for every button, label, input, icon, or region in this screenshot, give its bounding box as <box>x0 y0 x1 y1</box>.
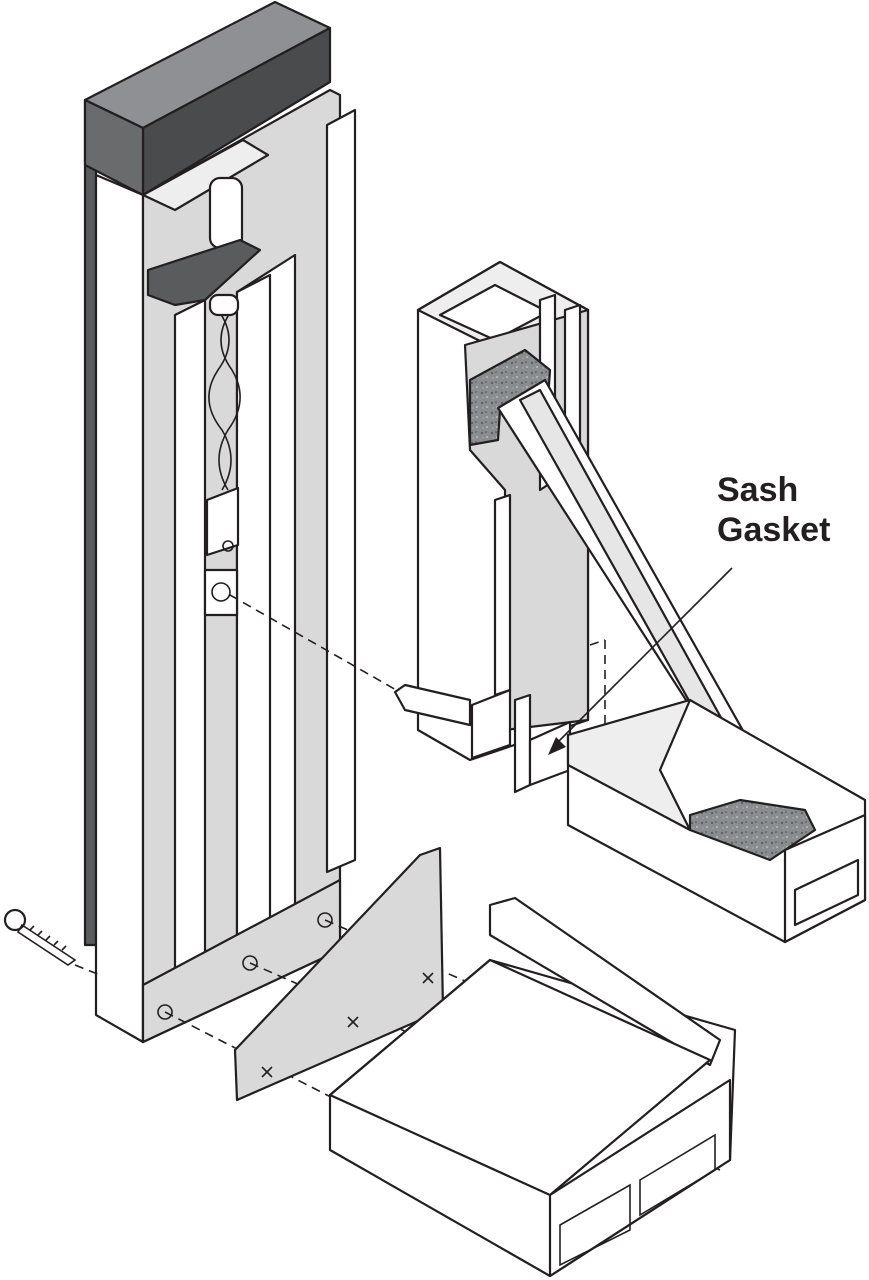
jamb-assembly <box>83 0 357 1044</box>
balance-mechanism <box>146 176 262 617</box>
screw-icon <box>3 908 77 966</box>
callout-leader <box>548 567 733 755</box>
corner-bracket <box>233 846 445 1102</box>
corner-connector <box>393 683 572 794</box>
callout-label-sash: Sash <box>717 471 798 509</box>
bottom-sill <box>328 896 737 1278</box>
arrow-icon <box>548 737 566 755</box>
callout-label-gasket: Gasket <box>717 511 830 549</box>
sash-rail <box>566 698 867 944</box>
